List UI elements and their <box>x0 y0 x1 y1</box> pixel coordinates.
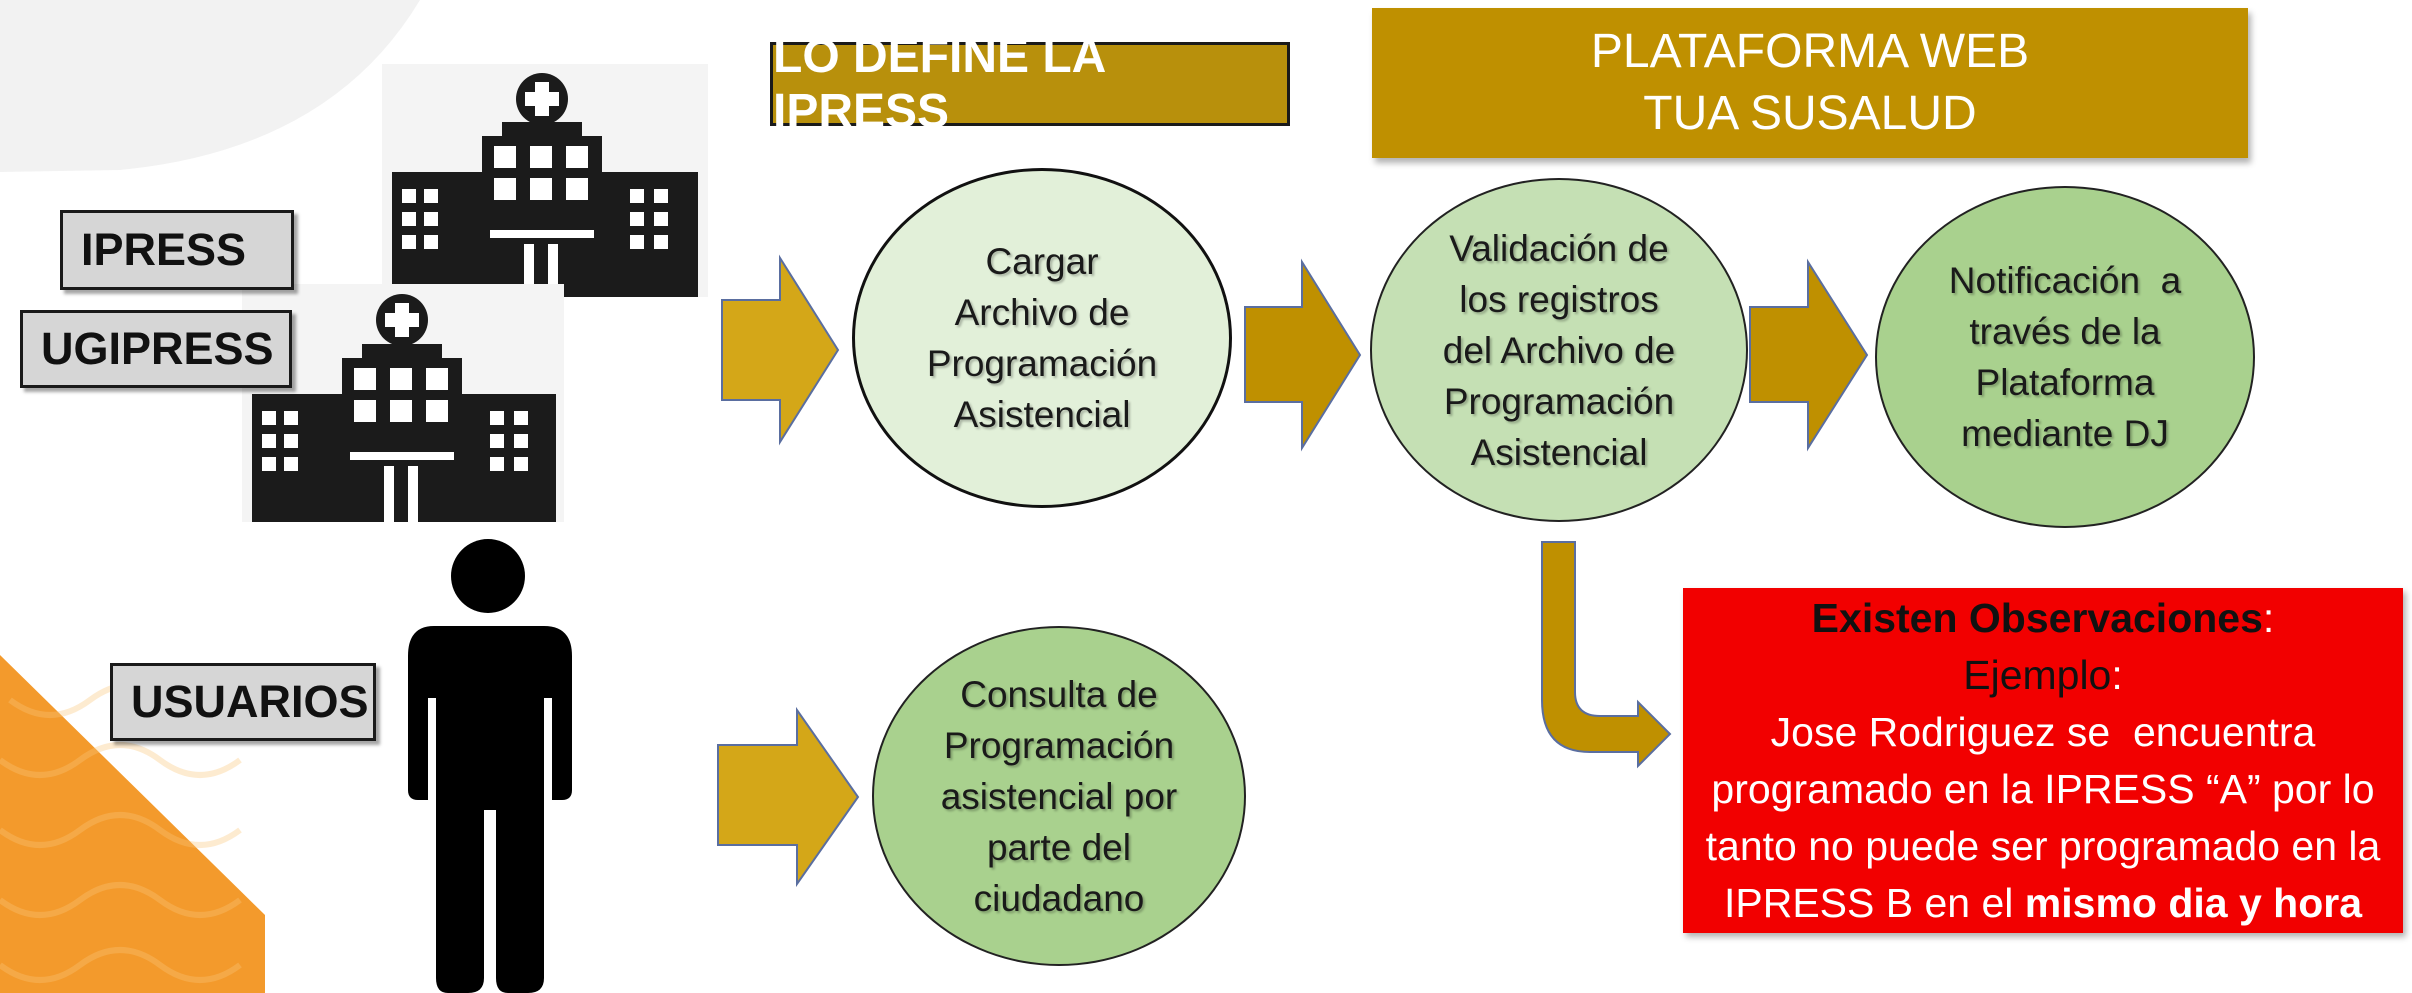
step-validacion-line: los registros <box>1459 278 1659 320</box>
step-consulta-text: Consulta de Programación asistencial por… <box>941 669 1178 924</box>
ugipress-label: UGIPRESS <box>20 310 292 388</box>
step-consulta-line: ciudadano <box>973 877 1145 919</box>
observations-example-line: Ejemplo: <box>1683 647 2403 704</box>
step-validacion-line: Programación <box>1443 380 1675 422</box>
observations-text-line: IPRESS B en el mismo dia y hora <box>1683 875 2403 932</box>
arrow-right-icon <box>717 706 860 888</box>
hospital-icon <box>382 64 708 297</box>
step-consulta-line: Programación <box>943 724 1175 766</box>
bottom-left-orange-shape <box>0 655 265 993</box>
arrow-right-icon <box>1244 258 1362 452</box>
step-notificacion-line: través de la <box>1969 311 2161 352</box>
observations-text-line: programado en la IPRESS “A” por lo <box>1711 766 2375 812</box>
step-consulta-line: Consulta de <box>960 673 1158 715</box>
step-cargar-line: Cargar <box>985 241 1099 282</box>
observations-line4-plain: IPRESS B en el <box>1723 880 2025 926</box>
step-validacion-circle: Validación de los registros del Archivo … <box>1370 178 1748 522</box>
arrow-right-icon <box>1749 258 1869 452</box>
ipress-label-text: IPRESS <box>81 224 247 275</box>
step-consulta-line: asistencial por <box>940 775 1178 817</box>
step-notificacion-line: mediante DJ <box>1961 413 2169 454</box>
step-cargar-line: Archivo de <box>954 292 1130 333</box>
person-icon <box>408 539 572 993</box>
step-notificacion-line: Plataforma <box>1975 362 2155 403</box>
observations-title: Existen Observaciones <box>1811 595 2263 641</box>
step-notificacion-line: Notificación a <box>1948 260 2182 301</box>
step-cargar-line: Programación <box>926 343 1158 384</box>
observations-title-colon: : <box>2262 595 2275 641</box>
observations-line4-bold: mismo dia y hora <box>2024 880 2363 926</box>
top-left-gray-shape <box>0 0 420 172</box>
hospital-icon <box>242 284 564 522</box>
ugipress-label-text: UGIPRESS <box>41 323 274 374</box>
observations-title-line: Existen Observaciones: <box>1683 590 2403 647</box>
arrow-right-icon <box>721 254 840 446</box>
platform-title-line1: PLATAFORMA WEB <box>1590 25 2030 78</box>
step-cargar-text: Cargar Archivo de Programación Asistenci… <box>927 236 1157 440</box>
orange-pattern <box>0 682 242 983</box>
observations-example-label: Ejemplo <box>1963 652 2112 698</box>
step-consulta-circle: Consulta de Programación asistencial por… <box>872 626 1246 966</box>
curved-arrow-icon <box>1541 541 1672 769</box>
step-consulta-line: parte del <box>986 826 1131 868</box>
step-cargar-line: Asistencial <box>953 394 1131 435</box>
observations-text-line: tanto no puede ser programado en la <box>1705 823 2381 869</box>
ipress-label: IPRESS <box>60 210 294 290</box>
usuarios-label-text: USUARIOS <box>131 676 369 727</box>
observations-example-colon: : <box>2111 652 2123 698</box>
step-validacion-text: Validación de los registros del Archivo … <box>1443 223 1675 478</box>
step-validacion-line: Asistencial <box>1470 431 1648 473</box>
usuarios-label: USUARIOS <box>110 663 376 741</box>
define-ipress-text: LO DEFINE LA IPRESS <box>773 30 1105 138</box>
step-cargar-circle: Cargar Archivo de Programación Asistenci… <box>852 168 1232 508</box>
observations-box: Existen Observaciones: Ejemplo: Jose Rod… <box>1683 588 2403 933</box>
step-validacion-line: Validación de <box>1449 227 1669 269</box>
step-notificacion-text: Notificación a través de la Plataforma m… <box>1949 255 2181 459</box>
step-validacion-line: del Archivo de <box>1442 329 1676 371</box>
observations-text-line: Jose Rodriguez se encuentra <box>1770 709 2316 755</box>
define-ipress-box: LO DEFINE LA IPRESS <box>770 30 1290 138</box>
platform-web-box: PLATAFORMA WEB TUA SUSALUD <box>1372 8 2248 158</box>
step-notificacion-circle: Notificación a través de la Plataforma m… <box>1875 186 2255 528</box>
platform-title-line2: TUA SUSALUD <box>1643 87 1977 140</box>
